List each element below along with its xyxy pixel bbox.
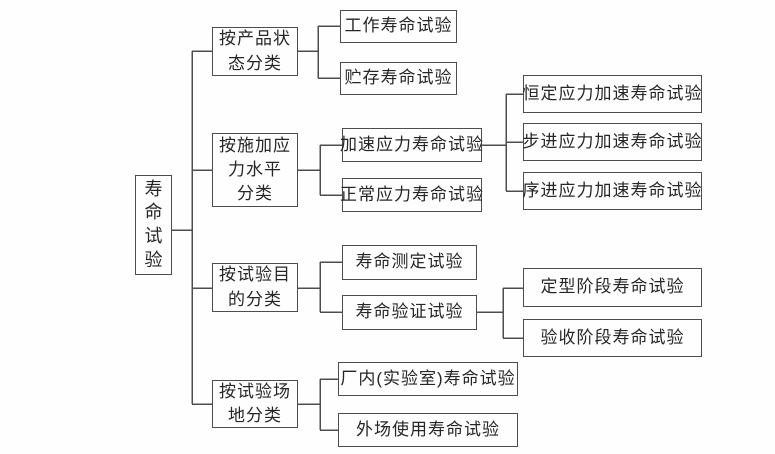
node-life-test-root: 寿 命 试 验 bbox=[135, 175, 172, 275]
node-storage-life-test: 贮存寿命试验 bbox=[340, 62, 457, 95]
node-working-life-test: 工作寿命试验 bbox=[340, 10, 457, 43]
node-category-test-purpose: 按试验目 的分类 bbox=[212, 263, 298, 312]
node-in-plant-laboratory-life-test: 厂内(实验室)寿命试验 bbox=[338, 362, 518, 396]
node-life-verification-test: 寿命验证试验 bbox=[342, 295, 477, 330]
node-life-measurement-test: 寿命测定试验 bbox=[342, 245, 477, 280]
node-design-finalization-stage-life-test: 定型阶段寿命试验 bbox=[523, 268, 702, 307]
node-field-use-life-test: 外场使用寿命试验 bbox=[338, 413, 518, 447]
node-step-stress-accelerated-life-test: 步进应力加速寿命试验 bbox=[523, 123, 702, 161]
node-category-product-state: 按产品状 态分类 bbox=[212, 27, 298, 76]
node-category-test-site: 按试验场 地分类 bbox=[212, 380, 298, 428]
node-progressive-stress-accelerated-life-test: 序进应力加速寿命试验 bbox=[523, 172, 702, 210]
node-acceptance-stage-life-test: 验收阶段寿命试验 bbox=[523, 319, 702, 357]
node-category-stress-level: 按施加应 力水平 分类 bbox=[212, 133, 298, 207]
node-constant-stress-accelerated-life-test: 恒定应力加速寿命试验 bbox=[523, 75, 702, 113]
node-normal-stress-life-test: 正常应力寿命试验 bbox=[340, 178, 483, 212]
node-accelerated-stress-life-test: 加速应力寿命试验 bbox=[340, 128, 483, 162]
